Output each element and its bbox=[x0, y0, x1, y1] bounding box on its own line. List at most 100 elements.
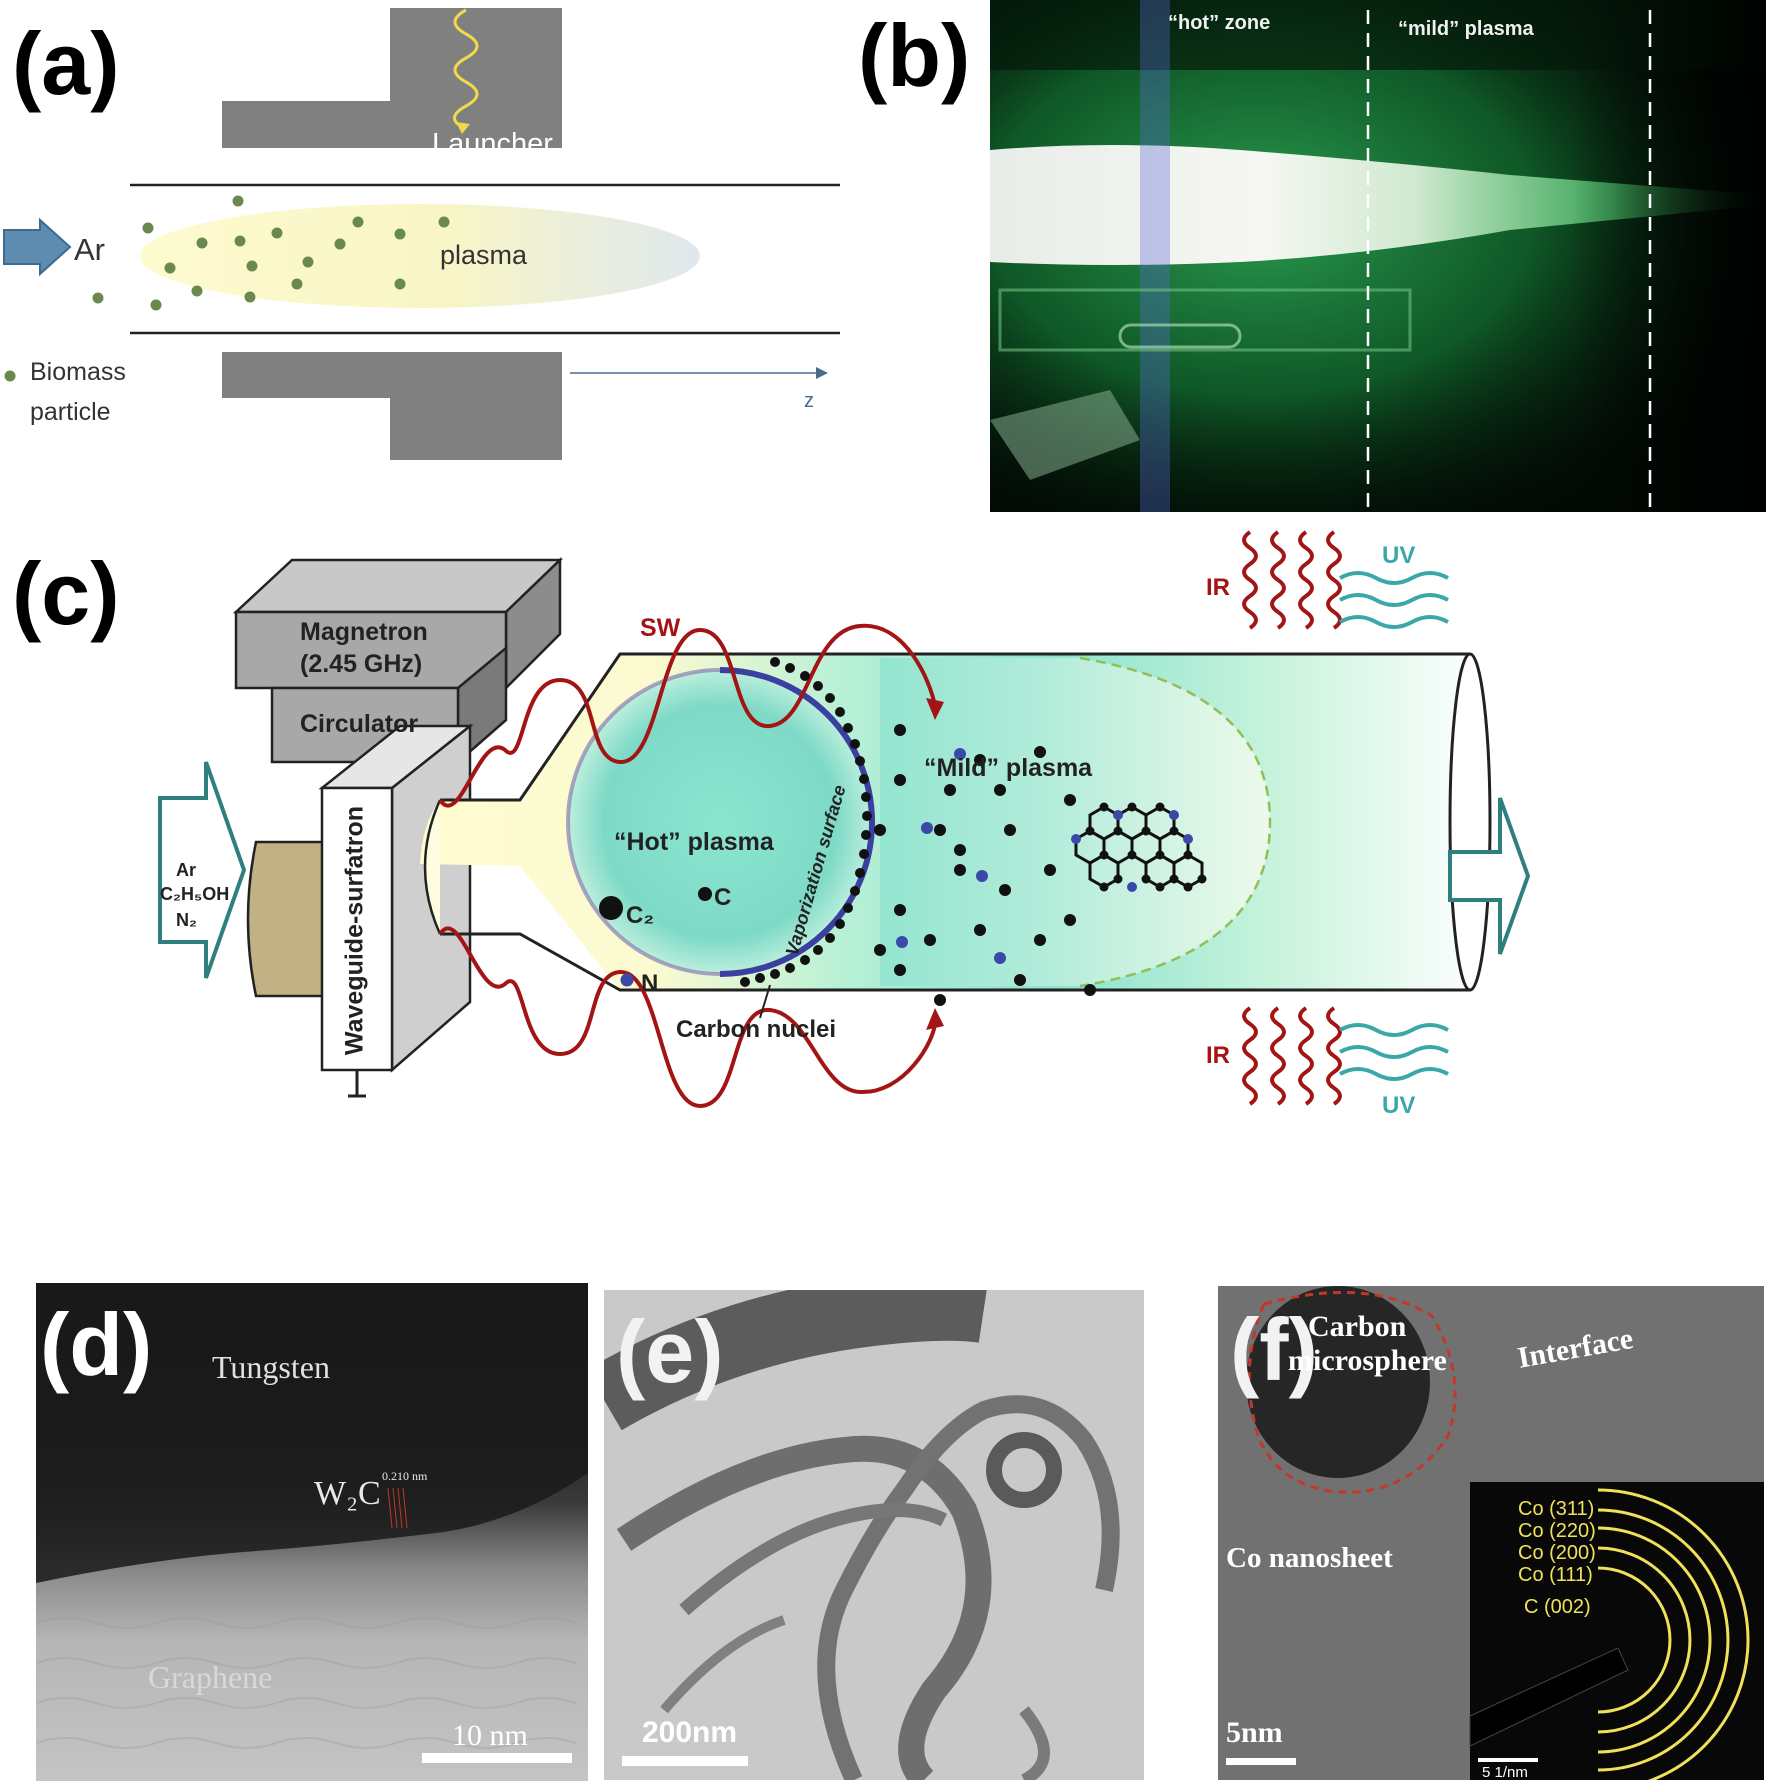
carbon-dot bbox=[954, 864, 966, 876]
surface-wave-arrowhead-icon bbox=[926, 698, 944, 720]
circulator-label: Circulator bbox=[300, 710, 419, 738]
biomass-particle bbox=[291, 278, 303, 290]
carbon-dot bbox=[944, 784, 956, 796]
nanotube-knot bbox=[986, 1432, 1062, 1508]
uv-wave bbox=[1339, 571, 1449, 585]
panel-e-micrograph: (e) 200nm bbox=[604, 1290, 1144, 1780]
lattice-fringe-mark bbox=[387, 1487, 393, 1529]
nitrogen-dot bbox=[921, 822, 933, 834]
graphene-atom bbox=[1141, 826, 1151, 836]
scale-bar bbox=[1226, 1758, 1296, 1765]
waveguide-front bbox=[320, 786, 394, 1072]
biomass-particle bbox=[246, 260, 258, 272]
carbon-nucleus-dot bbox=[843, 903, 853, 913]
ring-label-c002: C (002) bbox=[1524, 1596, 1591, 1618]
uv-wave bbox=[1339, 615, 1449, 629]
nitrogen-dot bbox=[994, 952, 1006, 964]
waveguide-label: Waveguide-surfatron bbox=[340, 805, 369, 1056]
panel-d-label: (d) bbox=[40, 1295, 153, 1394]
diffraction-ring bbox=[1597, 1508, 1730, 1772]
hot-plasma-rim bbox=[566, 668, 721, 976]
graphene-nitrogen-atom bbox=[1169, 810, 1179, 820]
scale-label-e: 200nm bbox=[642, 1716, 738, 1749]
uv-wave bbox=[1339, 593, 1449, 607]
biomass-particle bbox=[244, 291, 256, 303]
lattice-fringe-mark bbox=[402, 1487, 408, 1529]
ir-top-label: IR bbox=[1206, 574, 1230, 601]
cnt-texture bbox=[604, 1290, 1120, 1780]
spacing-label: 0.210 nm bbox=[382, 1469, 428, 1483]
feed-inlet-arrow-icon bbox=[158, 761, 247, 979]
lattice-fringe-mark bbox=[397, 1487, 403, 1529]
biomass-legend-label-1: Biomass bbox=[30, 358, 126, 386]
graphene-atom bbox=[1127, 850, 1137, 860]
hot-zone-label: “hot” zone bbox=[1168, 12, 1271, 34]
surface-wave-lower bbox=[438, 926, 937, 1109]
magnetron-box-front bbox=[234, 610, 508, 690]
graphene-atom bbox=[1197, 874, 1207, 884]
carbon-nucleus-dot bbox=[785, 963, 795, 973]
co-nanosheet-texture bbox=[1218, 1286, 1764, 1780]
carbon-nucleus-dot bbox=[862, 811, 872, 821]
ir-wave bbox=[1298, 530, 1314, 630]
nanotube-band bbox=[679, 1503, 948, 1616]
graphene-nitrogen-atom bbox=[1127, 882, 1137, 892]
fringe bbox=[36, 1737, 577, 1749]
carbon-label-1: Carbon bbox=[1308, 1310, 1407, 1343]
carbon-nucleus-dot bbox=[843, 723, 853, 733]
graphene-atom bbox=[1099, 802, 1109, 812]
outlet-arrow-icon bbox=[1448, 797, 1531, 955]
ir-wave bbox=[1242, 1006, 1258, 1106]
carbon-dot bbox=[999, 884, 1011, 896]
uv-bottom-label: UV bbox=[1382, 1092, 1416, 1119]
nitrogen-dot bbox=[976, 870, 988, 882]
fringe bbox=[36, 1657, 577, 1669]
graphene-atom bbox=[1155, 850, 1165, 860]
carbon-dot bbox=[894, 724, 906, 736]
ring-label-co111: Co (111) bbox=[1518, 1564, 1593, 1586]
biomass-particle bbox=[334, 238, 346, 250]
graphene-atom bbox=[1169, 874, 1179, 884]
graphene-atom bbox=[1099, 850, 1109, 860]
graphene-atom bbox=[1169, 826, 1179, 836]
uv-waves-top bbox=[1339, 571, 1449, 629]
photo-right-shade bbox=[990, 0, 1766, 512]
carbon-nucleus-dot bbox=[825, 933, 835, 943]
biomass-particle bbox=[232, 195, 244, 207]
species-c-label: C bbox=[714, 884, 732, 911]
panel-e-label: (e) bbox=[616, 1302, 724, 1401]
carbon-microsphere bbox=[1246, 1286, 1430, 1478]
carbon-dot bbox=[1014, 974, 1026, 986]
biomass-particle bbox=[271, 227, 283, 239]
mild-plasma-label-c: “Mild” plasma bbox=[924, 754, 1093, 782]
fringe bbox=[36, 1697, 577, 1709]
carbon-nucleus-dot bbox=[813, 681, 823, 691]
biomass-particle-legend bbox=[4, 370, 16, 382]
panel-a-label: (a) bbox=[12, 14, 120, 113]
carbon-nucleus-dot bbox=[835, 707, 845, 717]
uv-wave bbox=[1339, 1023, 1449, 1037]
species-c-dot bbox=[698, 887, 712, 901]
co-nanosheet-label: Co nanosheet bbox=[1226, 1542, 1393, 1574]
carbon-nucleus-dot bbox=[800, 671, 810, 681]
ir-waves-bottom bbox=[1242, 1006, 1342, 1106]
species-n-dot bbox=[620, 973, 634, 987]
ir-wave bbox=[1326, 530, 1342, 630]
carbon-dot bbox=[1044, 864, 1056, 876]
carbon-label-2: microsphere bbox=[1288, 1344, 1447, 1377]
carbon-dot bbox=[894, 774, 906, 786]
species-c2-label: C₂ bbox=[626, 902, 654, 929]
ir-wave bbox=[1242, 530, 1258, 630]
diffraction-inset bbox=[1470, 1482, 1764, 1780]
injector-block bbox=[246, 840, 332, 998]
ir-waves-top bbox=[1242, 530, 1342, 630]
carbon-nucleus-dot bbox=[770, 969, 780, 979]
graphene-atom bbox=[1183, 850, 1193, 860]
diffraction-rings bbox=[1597, 1488, 1750, 1780]
carbon-dot bbox=[1084, 984, 1096, 996]
mild-plasma-region bbox=[880, 658, 1270, 986]
panel-b-photo: “hot” zone “mild” plasma bbox=[990, 0, 1766, 512]
ir-wave bbox=[1270, 530, 1286, 630]
magnetron-label-1: Magnetron bbox=[300, 618, 428, 646]
carbon-nucleus-dot bbox=[850, 886, 860, 896]
